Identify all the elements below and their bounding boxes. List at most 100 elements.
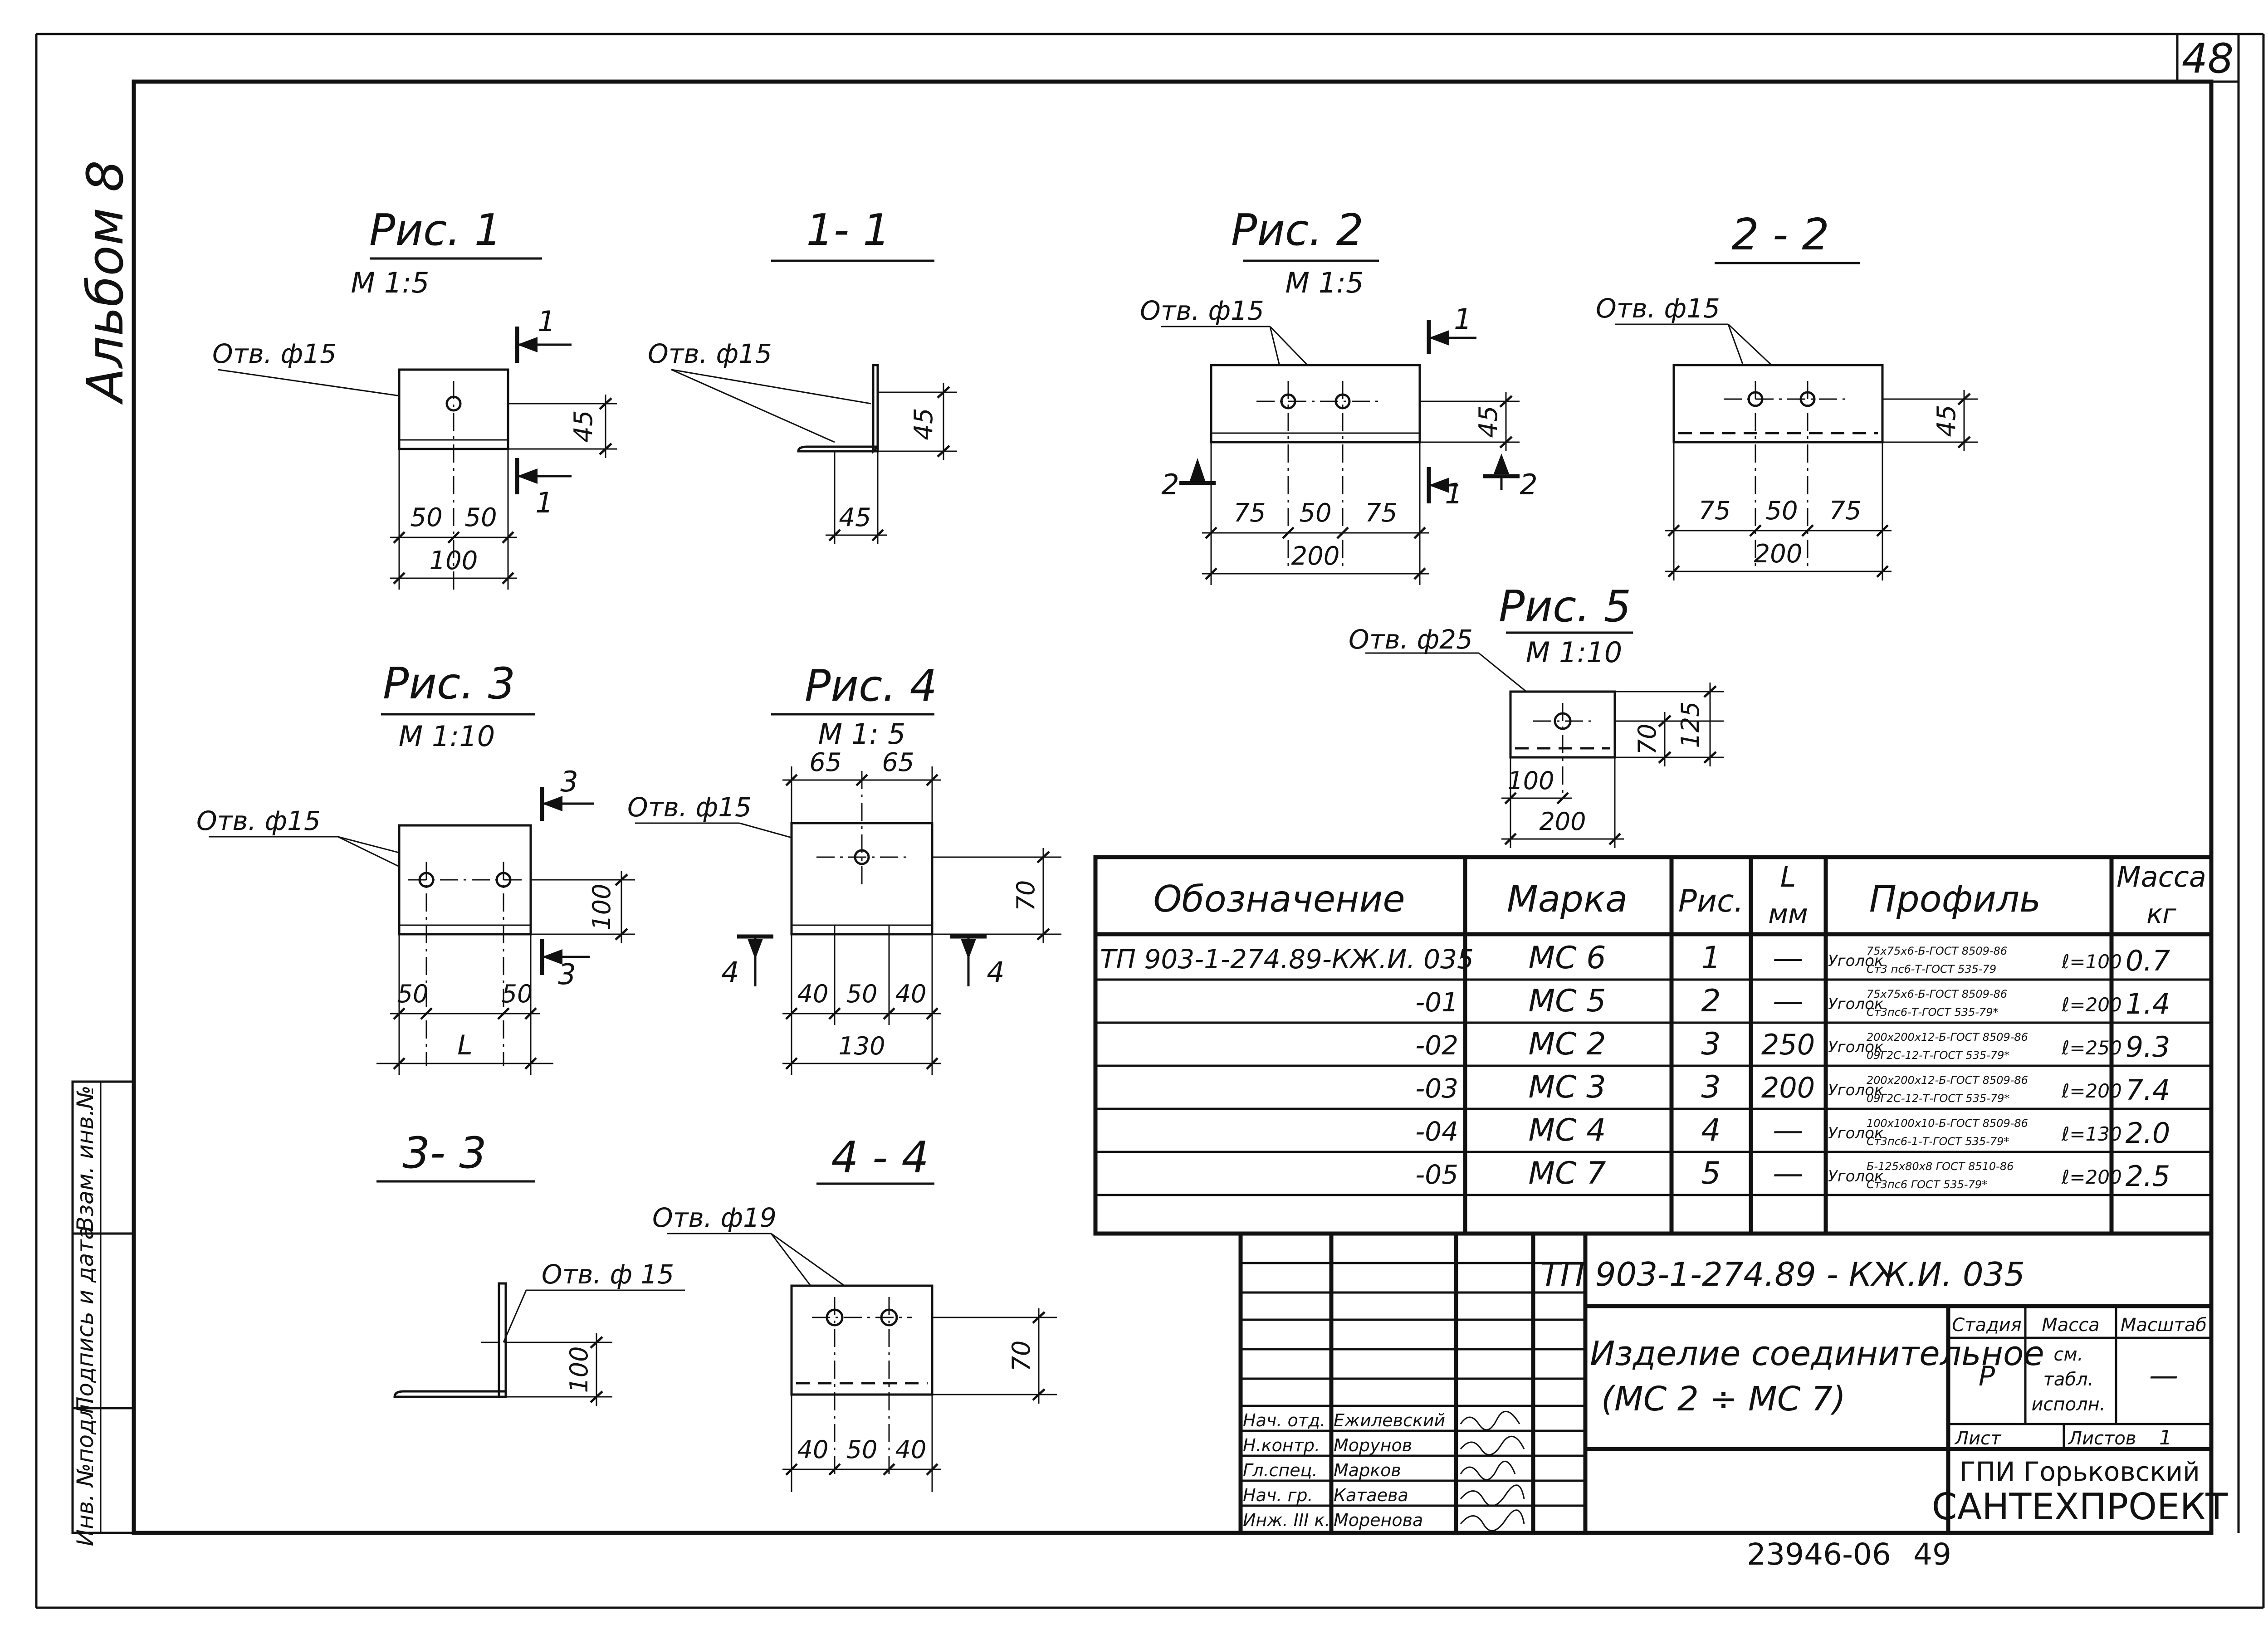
fig3-dim-total: L (457, 1029, 472, 1061)
fig3-plate: Рис. 3 М 1:10 Отв. ф15 100 50 50 L (196, 659, 635, 1075)
spec-cell-profile-label: Уголок (1828, 1124, 1884, 1142)
sec22-dim-a: 75 (1698, 496, 1730, 526)
fig1-dim-height: 45 (569, 410, 598, 442)
fig3-dim-left: 50 (397, 980, 429, 1008)
sec44-dim-b: 50 (846, 1435, 878, 1464)
signer-name: Моренова (1334, 1510, 1423, 1530)
signature (1460, 1509, 1525, 1532)
spec-cell-mark: МС 4 (1528, 1112, 1606, 1148)
spec-row: ТП 903-1-274.89-КЖ.И. 035 МС 6 1 — Уголо… (1100, 940, 2170, 977)
spec-header-designation: Обозначение (1153, 878, 1405, 920)
spec-cell-mass: 2.0 (2126, 1117, 2170, 1150)
spec-row: -03 МС 3 3 200 Уголок 200х200х12-Б-ГОСТ … (1415, 1069, 2170, 1107)
spec-cell-profile-len: ℓ=200 (2061, 1166, 2122, 1188)
spec-cell-fig: 2 (1701, 983, 1721, 1019)
side-stamp-replace-label: Взам. инв.№ (72, 1085, 98, 1232)
fig3-dim-height: 100 (587, 883, 616, 930)
spec-cell-designation: -02 (1415, 1030, 1458, 1061)
spec-cell-mass: 2.5 (2126, 1160, 2170, 1193)
sec22-hole-note: Отв. ф15 (1596, 293, 1720, 324)
spec-cell-fig: 4 (1701, 1112, 1721, 1148)
sec11-title: 1- 1 (806, 205, 890, 255)
fig1-hole-note: Отв. ф15 (212, 338, 337, 369)
signature (1460, 1484, 1525, 1507)
spec-header-profile: Профиль (1869, 878, 2041, 920)
spec-cell-profile-bottom: Ст3 пс6-Т-ГОСТ 535-79 (1867, 963, 1996, 976)
signer-role: Нач. гр. (1243, 1485, 1313, 1505)
fig4-dim-height: 70 (1012, 880, 1040, 912)
title-mass-header: Масса (2042, 1315, 2100, 1336)
spec-cell-length: — (1773, 1156, 1804, 1191)
spec-cell-designation: -03 (1415, 1073, 1458, 1104)
signature (1460, 1435, 1525, 1456)
title-doc-code: ТП 903-1-274.89 - КЖ.И. 035 (1540, 1255, 2025, 1293)
spec-cell-profile-bottom: 09Г2С-12-Т-ГОСТ 535-79* (1867, 1092, 2009, 1105)
spec-cell-length: 200 (1761, 1071, 1815, 1104)
spec-cell-mark: МС 2 (1528, 1026, 1606, 1062)
title-stage: Р (1979, 1361, 1995, 1392)
spec-header-mass-top: Масса (2116, 860, 2206, 893)
section-2-2: 2 - 2 Отв. ф15 45 75 50 75 200 (1596, 210, 1978, 580)
fig1-section-mark-bottom: 1 (535, 486, 553, 519)
spec-row: -02 МС 2 3 250 Уголок 200х200х12-Б-ГОСТ … (1415, 1026, 2170, 1063)
spec-header-fig: Рис. (1678, 883, 1744, 919)
fig3-section-mark-bottom: 3 (558, 958, 576, 991)
spec-cell-mark: МС 5 (1528, 983, 1606, 1019)
spec-cell-profile-top: 200х200х12-Б-ГОСТ 8509-86 (1867, 1074, 2028, 1087)
fig5-hole-note: Отв. ф25 (1349, 624, 1473, 655)
footer-code: 23946-06 (1747, 1537, 1891, 1572)
spec-cell-profile-top: Б-125х80х8 ГОСТ 8510-86 (1867, 1160, 2014, 1173)
spec-cell-profile-label: Уголок (1828, 995, 1884, 1013)
sec22-title: 2 - 2 (1731, 210, 1829, 260)
spec-cell-fig: 3 (1701, 1026, 1721, 1062)
fig4-dim-c: 40 (895, 980, 927, 1008)
sec44-dim-a: 40 (797, 1435, 829, 1464)
spec-cell-profile-bottom: Ст3пс6 ГОСТ 535-79* (1867, 1178, 1987, 1191)
fig2-section1-bottom: 1 (1445, 477, 1462, 510)
spec-cell-profile-len: ℓ=200 (2061, 994, 2122, 1016)
fig1-title: Рис. 1 (369, 205, 502, 255)
title-block (1238, 1231, 2214, 1535)
fig3-title: Рис. 3 (383, 659, 515, 709)
fig2-dim-c: 75 (1365, 498, 1397, 528)
fig2-section2-right: 2 (1520, 468, 1537, 501)
title-item-name-line2: (МС 2 ÷ МС 7) (1601, 1380, 1846, 1419)
sec22-dim-total: 200 (1754, 539, 1803, 569)
spec-row: -05 МС 7 5 — Уголок Б-125х80х8 ГОСТ 8510… (1415, 1156, 2170, 1193)
fig3-dim-right: 50 (502, 980, 533, 1008)
fig2-dim-b: 50 (1299, 498, 1331, 528)
spec-cell-profile-len: ℓ=250 (2061, 1037, 2122, 1059)
fig4-title: Рис. 4 (805, 661, 937, 711)
fig4-section-mark-right: 4 (987, 956, 1004, 989)
fig4-dim-total: 130 (838, 1032, 885, 1060)
sec22-dim-c: 75 (1829, 496, 1861, 526)
fig2-dim-height: 45 (1474, 405, 1503, 438)
sec33-title: 3- 3 (402, 1128, 486, 1178)
sec11-dim-height: 45 (909, 408, 938, 440)
spec-cell-profile-len: ℓ=200 (2061, 1080, 2122, 1102)
fig2-scale: М 1:5 (1286, 266, 1364, 299)
signer-name: Катаева (1334, 1485, 1408, 1505)
sec44-dim-c: 40 (895, 1435, 927, 1464)
spec-cell-profile-len: ℓ=100 (2061, 951, 2122, 973)
spec-header-length-bottom: мм (1768, 898, 1808, 929)
spec-cell-designation: -05 (1415, 1159, 1458, 1190)
spec-cell-profile-top: 75х75х6-Б-ГОСТ 8509-86 (1867, 945, 2007, 957)
fig4-scale: М 1: 5 (818, 717, 906, 751)
spec-cell-profile-bottom: 09Г2С-12-Т-ГОСТ 535-79* (1867, 1049, 2009, 1062)
spec-cell-designation: ТП 903-1-274.89-КЖ.И. 035 (1100, 944, 1474, 975)
side-stamp-inv-label: Инв. №подл. (72, 1397, 98, 1546)
title-sheet-label: Лист (1954, 1428, 2002, 1449)
spec-row: -04 МС 4 4 — Уголок 100х100х10-Б-ГОСТ 85… (1415, 1112, 2170, 1150)
spec-header-length-top: L (1780, 860, 1796, 893)
spec-cell-mark: МС 7 (1528, 1156, 1606, 1191)
spec-cell-profile-top: 75х75х6-Б-ГОСТ 8509-86 (1867, 988, 2007, 1000)
title-org-line1: ГПИ Горьковский (1960, 1456, 2200, 1487)
spec-header-mass-bottom: кг (2146, 898, 2176, 929)
spec-cell-length: — (1773, 940, 1804, 976)
spec-header-mark: Марка (1507, 878, 1628, 920)
signature (1460, 1460, 1516, 1481)
sec11-hole-note: Отв. ф15 (648, 338, 772, 369)
title-scale-header: Масштаб (2121, 1315, 2207, 1336)
spec-cell-mass: 1.4 (2126, 987, 2170, 1020)
